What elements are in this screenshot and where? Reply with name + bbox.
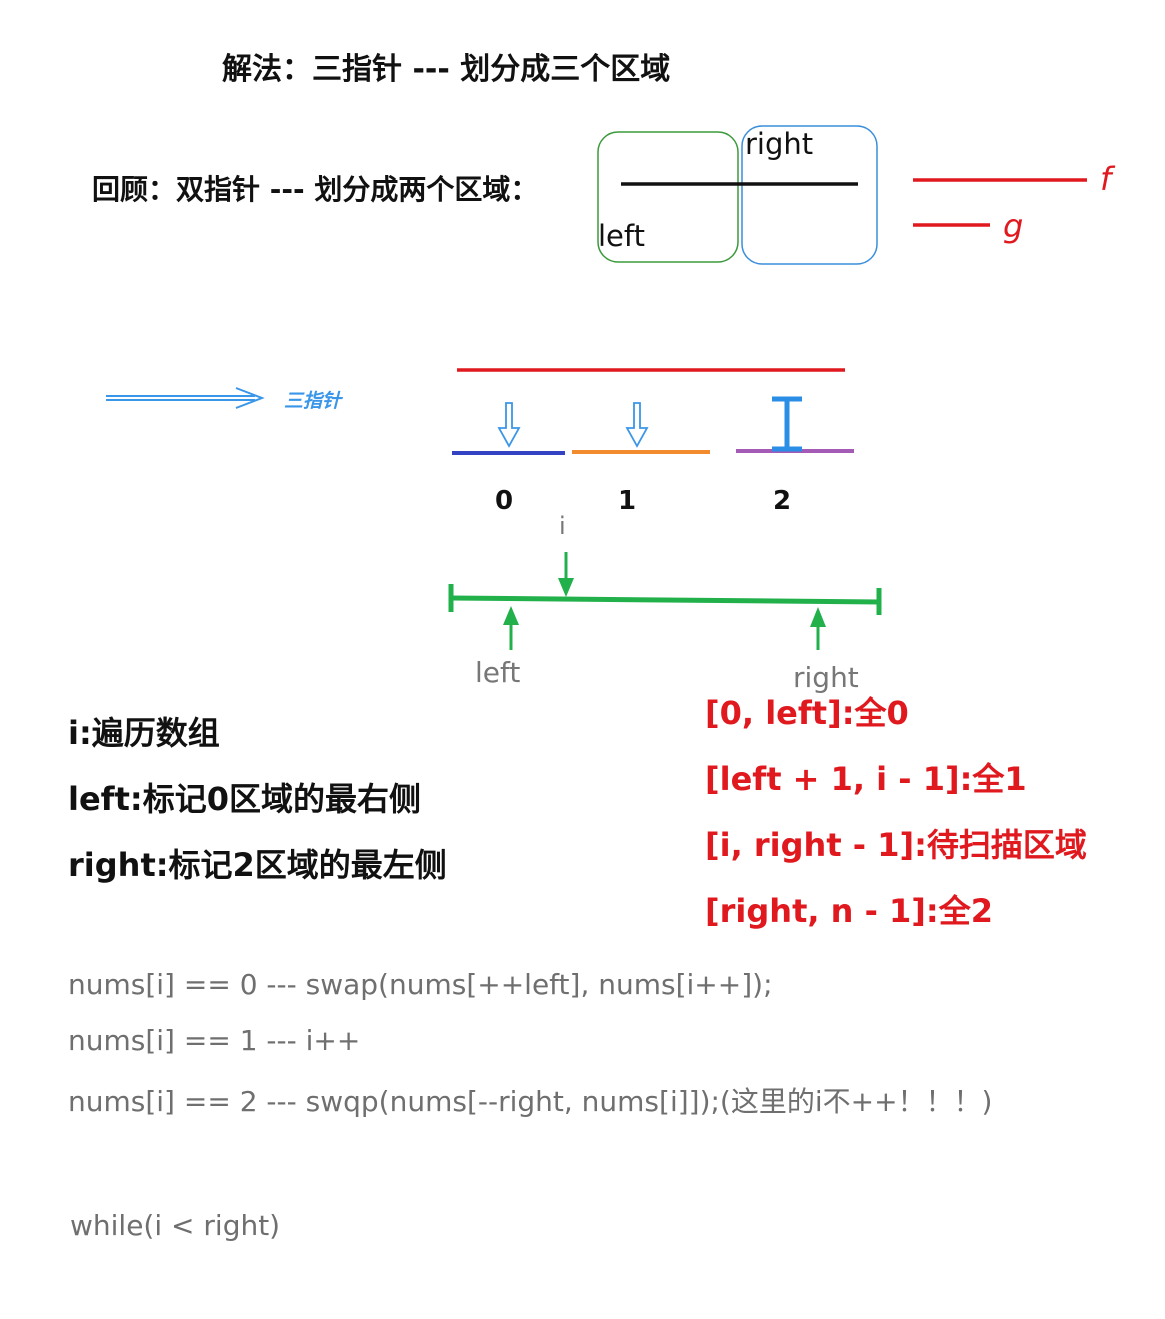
down-arrow-icon bbox=[625, 402, 649, 448]
arrow-label: 三指针 bbox=[284, 390, 342, 412]
region-label-1: 1 bbox=[618, 486, 637, 516]
page-title: 解法：三指针 --- 划分成三个区域 bbox=[222, 52, 671, 87]
left-pointer-arrow-icon bbox=[503, 606, 519, 650]
region-label-2: 2 bbox=[773, 486, 792, 516]
left-pointer-label: left bbox=[475, 656, 521, 689]
i-pointer-arrow-icon bbox=[558, 552, 574, 597]
review-right-label: right bbox=[745, 127, 814, 161]
legend-f-label: f bbox=[1100, 160, 1112, 198]
interval-one: [left + 1, i - 1]:全1 bbox=[705, 760, 1027, 798]
left-region-box bbox=[597, 131, 739, 263]
double-arrow-icon bbox=[106, 387, 265, 409]
interval-zero: [0, left]:全0 bbox=[705, 694, 909, 732]
review-label: 回顾：双指针 --- 划分成两个区域： bbox=[92, 173, 539, 206]
interval-two: [right, n - 1]:全2 bbox=[705, 892, 993, 930]
definition-left: left:标记0区域的最右侧 bbox=[68, 780, 421, 818]
rule-zero: nums[i] == 0 --- swap(nums[++left], nums… bbox=[68, 968, 773, 1001]
legend-g-label: g bbox=[1003, 207, 1024, 245]
definition-i: i:遍历数组 bbox=[68, 714, 220, 752]
definition-right: right:标记2区域的最左侧 bbox=[68, 846, 447, 884]
i-pointer-label: i bbox=[559, 512, 566, 540]
right-pointer-label: right bbox=[793, 661, 859, 694]
right-region-box bbox=[741, 125, 878, 265]
down-arrow-icon bbox=[497, 402, 521, 448]
right-pointer-arrow-icon bbox=[810, 607, 826, 650]
region-label-0: 0 bbox=[495, 486, 514, 516]
cursor-icon bbox=[772, 396, 802, 452]
rule-two: nums[i] == 2 --- swqp(nums[--right, nums… bbox=[68, 1085, 993, 1118]
interval-unscanned: [i, right - 1]:待扫描区域 bbox=[705, 826, 1087, 864]
loop-condition: while(i < right) bbox=[70, 1209, 281, 1242]
array-bar bbox=[449, 595, 881, 605]
rule-one: nums[i] == 1 --- i++ bbox=[68, 1024, 361, 1057]
review-left-label: left bbox=[598, 219, 645, 253]
